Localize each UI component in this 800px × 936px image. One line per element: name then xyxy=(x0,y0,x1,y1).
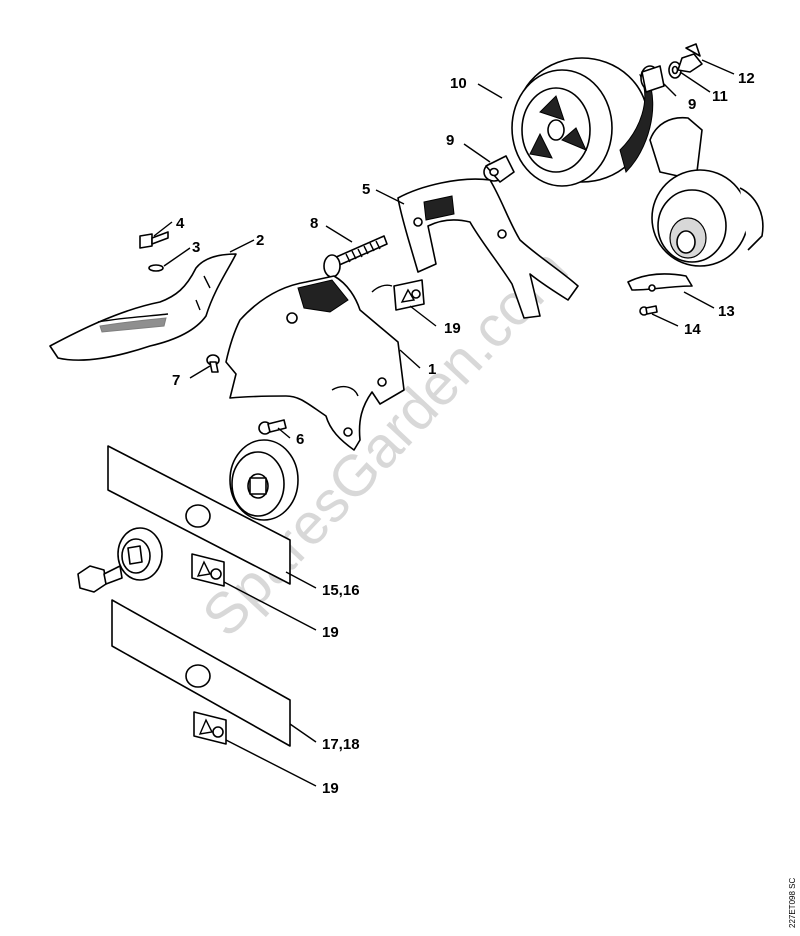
leader-lines xyxy=(153,59,735,787)
part-guard xyxy=(225,275,405,451)
part-bushing-upper xyxy=(640,65,665,93)
part-deflector xyxy=(49,253,237,361)
callout-2: 2 xyxy=(256,232,264,249)
part-wheel xyxy=(511,57,654,187)
part-washer-small xyxy=(148,264,164,272)
part-flange-washer xyxy=(117,527,163,581)
callout-4: 4 xyxy=(176,215,185,232)
part-clamp xyxy=(627,273,693,292)
callout-7: 7 xyxy=(172,372,180,389)
callout-6: 6 xyxy=(296,431,304,448)
callout-labels: 10 12 11 9 9 5 8 4 3 2 19 1 7 6 13 14 15… xyxy=(172,70,755,797)
rotation-arrow xyxy=(371,284,393,293)
warning-decal-upper xyxy=(393,279,425,311)
part-screw-small xyxy=(139,231,169,249)
part-bushing-lower xyxy=(483,155,515,183)
part-screw-lower xyxy=(258,419,287,435)
callout-9-upper: 9 xyxy=(688,96,696,113)
part-blade-upper xyxy=(107,445,291,585)
callout-19-middle: 19 xyxy=(322,624,339,641)
callout-9-lower: 9 xyxy=(446,132,454,149)
gearbox-housing xyxy=(649,116,764,267)
part-bracket xyxy=(397,178,579,319)
callout-13: 13 xyxy=(718,303,735,320)
callout-11: 11 xyxy=(712,88,728,105)
part-bolt xyxy=(323,235,388,278)
callout-14: 14 xyxy=(684,321,701,338)
callout-19-lower: 19 xyxy=(322,780,339,797)
warning-decal-lower xyxy=(193,711,227,745)
callout-5: 5 xyxy=(362,181,370,198)
callout-17-18: 17,18 xyxy=(322,736,360,753)
part-blade-lower xyxy=(111,599,291,747)
part-screw-clamp xyxy=(639,305,658,316)
callout-8: 8 xyxy=(310,215,318,232)
callout-1: 1 xyxy=(428,361,436,378)
drawing-code: 227ET098 SC xyxy=(788,878,797,928)
callout-12: 12 xyxy=(738,70,755,87)
warning-decal-middle xyxy=(191,553,225,587)
callout-15-16: 15,16 xyxy=(322,582,360,599)
callout-10: 10 xyxy=(450,75,467,92)
part-pulley xyxy=(229,439,299,521)
part-hex-bolt xyxy=(77,565,123,593)
callout-3: 3 xyxy=(192,239,200,256)
part-wing-nut xyxy=(677,43,703,73)
callout-19-upper: 19 xyxy=(444,320,461,337)
part-screw-guard xyxy=(206,354,220,373)
